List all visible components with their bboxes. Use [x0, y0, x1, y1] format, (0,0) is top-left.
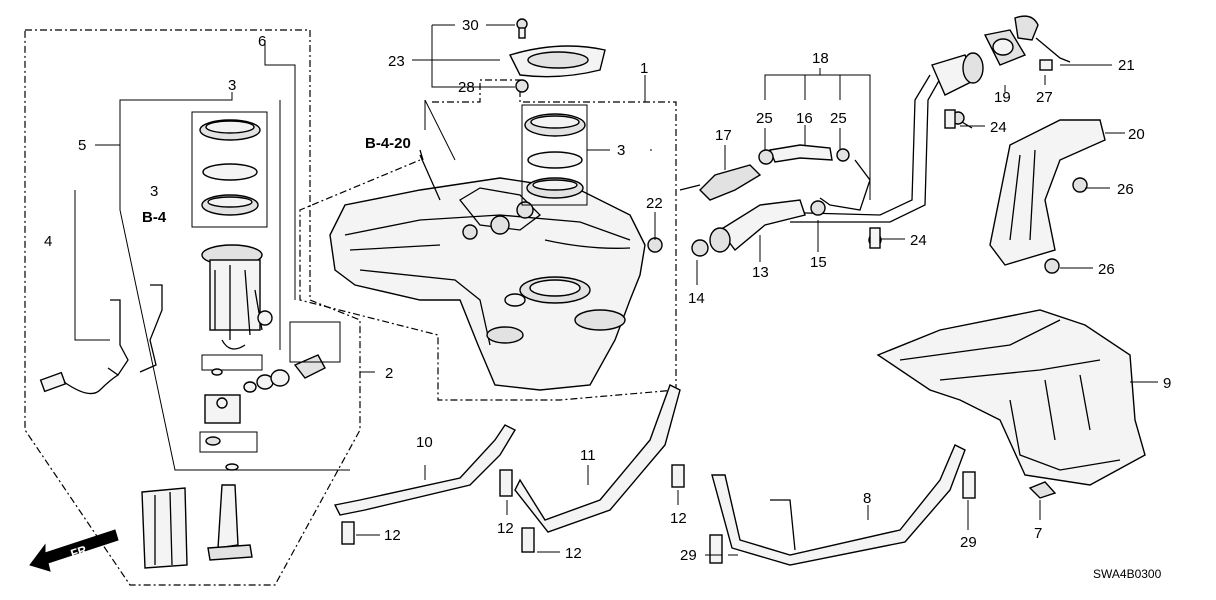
part-label-22: 22: [646, 195, 663, 212]
tank-strap-front: [333, 384, 681, 533]
part-label-13: 13: [752, 264, 769, 281]
part-label-17: 17: [715, 127, 732, 144]
part-label-12a: 12: [384, 527, 401, 544]
part-label-26b: 26: [1098, 261, 1115, 278]
part-label-14: 14: [688, 290, 705, 307]
part-label-20: 20: [1128, 126, 1145, 143]
part-label-24a: 24: [990, 119, 1007, 136]
part-label-3-tank: 3: [617, 142, 625, 159]
fuel-pump-group-outline: [24, 29, 361, 586]
part-label-12b: 12: [497, 520, 514, 537]
part-label-23: 23: [388, 53, 405, 70]
part-label-25b: 25: [830, 110, 847, 127]
tank-seal-ring-set: [521, 104, 610, 206]
fuel-pump-module: [201, 244, 273, 350]
reference-b-4-20: B-4-20: [365, 135, 411, 152]
splash-guard: [989, 119, 1106, 274]
strap-bolts: [341, 109, 976, 564]
fuel-level-sender: [39, 190, 163, 395]
front-direction-arrow: FR.: [29, 529, 119, 572]
part-label-24b: 24: [910, 232, 927, 249]
part-label-27: 27: [1036, 89, 1053, 106]
part-label-1: 1: [640, 60, 648, 77]
part-label-28: 28: [458, 79, 475, 96]
part-label-5: 5: [78, 137, 86, 154]
part-label-2: 2: [385, 365, 393, 382]
part-label-19: 19: [994, 89, 1011, 106]
leader-lines: [95, 24, 1158, 556]
part-label-12d: 12: [670, 510, 687, 527]
part-label-21: 21: [1118, 57, 1135, 74]
part-label-26a: 26: [1117, 181, 1134, 198]
access-cover-plate: [424, 18, 606, 161]
part-label-25a: 25: [756, 110, 773, 127]
fuel-tank: [329, 149, 646, 391]
diagram-code: SWA4B0300: [1093, 567, 1162, 581]
part-label-3-pump-upper: 3: [228, 77, 236, 94]
tank-undercover: [876, 309, 1146, 499]
fuel-strainer: [141, 484, 253, 569]
part-label-7: 7: [1034, 525, 1042, 542]
part-label-29a: 29: [680, 547, 697, 564]
tank-strap-rear: [711, 444, 966, 566]
part-label-16: 16: [796, 110, 813, 127]
part-label-12c: 12: [565, 545, 582, 562]
part-label-3-pump-lower: 3: [150, 183, 158, 200]
reference-b-4: B-4: [142, 209, 167, 226]
part-label-30: 30: [462, 17, 479, 34]
filler-pipe-assembly: [647, 15, 1071, 257]
pump-filter-parts: [199, 321, 341, 471]
part-label-29b: 29: [960, 534, 977, 551]
part-label-10: 10: [416, 434, 433, 451]
part-label-4: 4: [44, 233, 52, 250]
part-number-labels: 30 23 28 1 3 22 17 25 16 25 18 19 27 21 …: [44, 17, 1171, 581]
front-direction-label: FR.: [69, 542, 92, 561]
pump-seal-ring-set-upper: [191, 111, 268, 228]
part-label-8: 8: [863, 490, 871, 507]
part-label-11: 11: [580, 447, 596, 464]
part-label-15: 15: [810, 254, 827, 271]
part-label-18: 18: [812, 50, 829, 67]
part-label-9: 9: [1163, 375, 1171, 392]
part-label-6: 6: [258, 33, 266, 50]
